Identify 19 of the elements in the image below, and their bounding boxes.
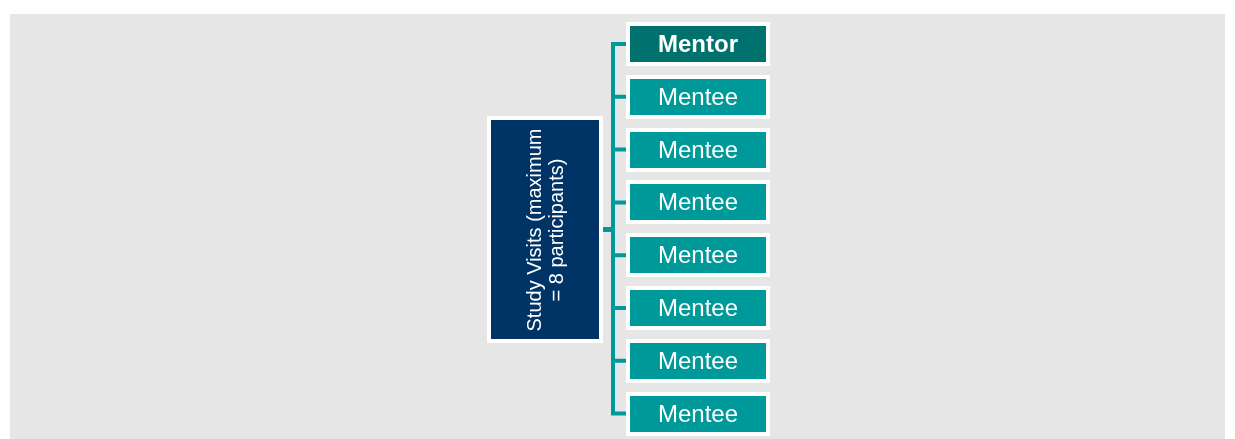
- role-box: [626, 180, 770, 225]
- role-label: Mentee: [657, 346, 739, 375]
- role-box: [626, 22, 770, 66]
- role-box: [626, 74, 770, 119]
- role-label: Mentee: [657, 399, 739, 428]
- role-label: Mentee: [657, 135, 739, 164]
- role-label: Mentor: [658, 30, 738, 58]
- role-box: [626, 391, 770, 436]
- role-box: [626, 233, 770, 278]
- role-box: [626, 127, 770, 172]
- connector-line: [603, 227, 626, 416]
- category-box: [487, 116, 603, 343]
- category-label: Study Visits (maximum = 8 participants): [523, 127, 567, 333]
- role-box: [626, 338, 770, 383]
- role-label: Mentee: [657, 241, 739, 270]
- role-label: Mentee: [657, 82, 739, 111]
- role-box: [626, 286, 770, 330]
- role-label: Mentee: [657, 188, 739, 217]
- role-label: Mentee: [657, 294, 739, 322]
